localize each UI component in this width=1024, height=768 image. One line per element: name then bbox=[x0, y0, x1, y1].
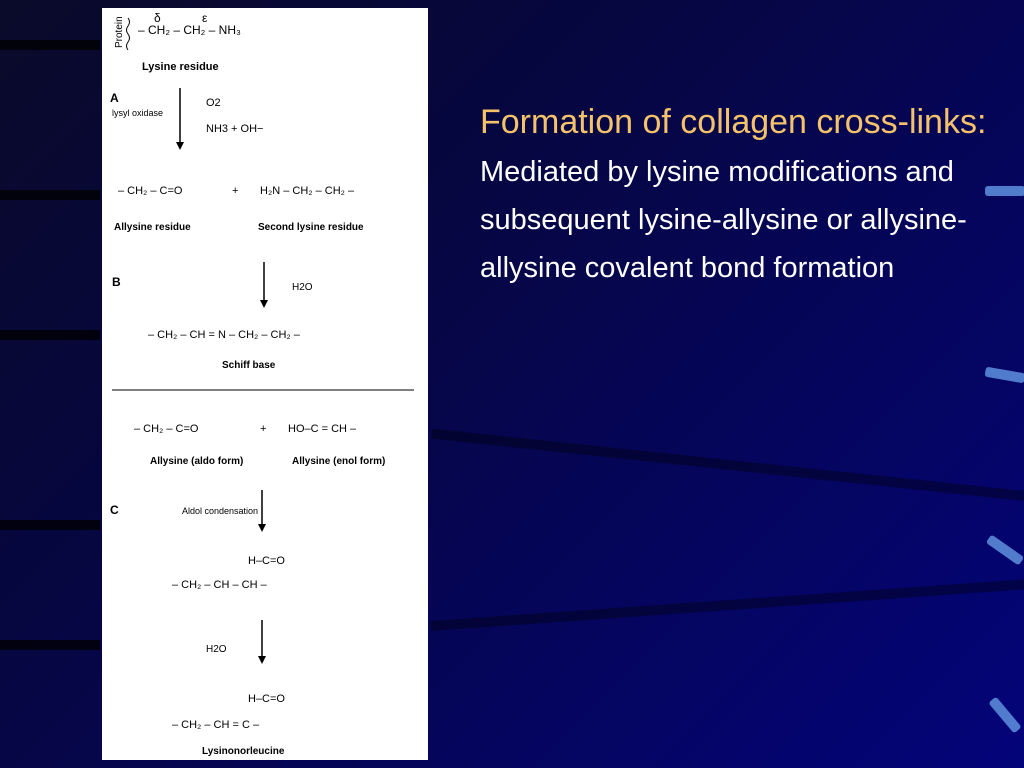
lysine-residue-label: Lysine residue bbox=[142, 61, 219, 73]
lysine-chain: – CH₂ – CH₂ – NH₃ bbox=[138, 23, 241, 37]
delta-label: δ bbox=[154, 11, 161, 25]
allysine-enol-label: Allysine (enol form) bbox=[292, 456, 385, 467]
arrowhead bbox=[260, 300, 268, 308]
crosslink-diagram: Protein – CH₂ – CH₂ – NH₃ δ ε Lysine res… bbox=[110, 11, 414, 757]
lysyl-oxidase-label: lysyl oxidase bbox=[112, 108, 163, 118]
slide-title: Formation of collagen cross-links: bbox=[480, 103, 987, 141]
product-carbonyl: H–C=O bbox=[248, 693, 285, 705]
slide-body: Mediated by lysine modifications and sub… bbox=[480, 156, 967, 284]
second-lysine-residue-label: Second lysine residue bbox=[258, 222, 364, 233]
allysine-aldo-chain: – CH₂ – C=O bbox=[134, 423, 199, 435]
background-stripe bbox=[0, 640, 100, 650]
arrowhead bbox=[258, 656, 266, 664]
background-stripe bbox=[431, 428, 1024, 502]
background-accent bbox=[984, 366, 1024, 384]
background-accent bbox=[985, 186, 1024, 196]
arrowhead bbox=[258, 524, 266, 532]
epsilon-label: ε bbox=[202, 11, 208, 25]
plus-sign: + bbox=[260, 423, 266, 435]
product-chain: – CH₂ – CH = C – bbox=[172, 719, 260, 731]
h2o-label-b: H2O bbox=[292, 282, 313, 293]
aldol-product-chain: – CH₂ – CH – CH – bbox=[172, 579, 268, 591]
background-stripe bbox=[0, 40, 100, 50]
arrowhead bbox=[176, 142, 184, 150]
crosslink-diagram-figure: Protein – CH₂ – CH₂ – NH₃ δ ε Lysine res… bbox=[102, 8, 428, 760]
aldol-product-carbonyl: H–C=O bbox=[248, 555, 285, 567]
slide-text: Formation of collagen cross-links: Media… bbox=[480, 98, 1000, 292]
allysine-chain: – CH₂ – C=O bbox=[118, 185, 183, 197]
allysine-residue-label: Allysine residue bbox=[114, 222, 191, 233]
section-a-label: A bbox=[110, 91, 119, 105]
allysine-enol-chain: HO–C = CH – bbox=[288, 423, 357, 435]
nh3-oh-label: NH3 + OH− bbox=[206, 123, 263, 135]
o2-label: O2 bbox=[206, 97, 221, 109]
schiff-base-chain: – CH₂ – CH = N – CH₂ – CH₂ – bbox=[148, 329, 301, 341]
protein-label: Protein bbox=[114, 16, 125, 48]
section-b-label: B bbox=[112, 275, 121, 289]
plus-sign: + bbox=[232, 185, 238, 197]
aldol-condensation-label: Aldol condensation bbox=[182, 506, 258, 516]
section-c-label: C bbox=[110, 503, 119, 517]
background-accent bbox=[988, 696, 1022, 734]
background-stripe bbox=[0, 330, 100, 340]
background-stripe bbox=[0, 520, 100, 530]
schiff-base-label: Schiff base bbox=[222, 360, 276, 371]
second-lysine-chain: H₂N – CH₂ – CH₂ – bbox=[260, 185, 355, 197]
background-accent bbox=[985, 534, 1024, 566]
background-stripe bbox=[430, 579, 1024, 631]
background-stripe bbox=[0, 190, 100, 200]
lysinonorleucine-label: Lysinonorleucine bbox=[202, 746, 285, 757]
h2o-label-c: H2O bbox=[206, 644, 227, 655]
allysine-aldo-label: Allysine (aldo form) bbox=[150, 456, 243, 467]
protein-chain bbox=[126, 17, 130, 51]
